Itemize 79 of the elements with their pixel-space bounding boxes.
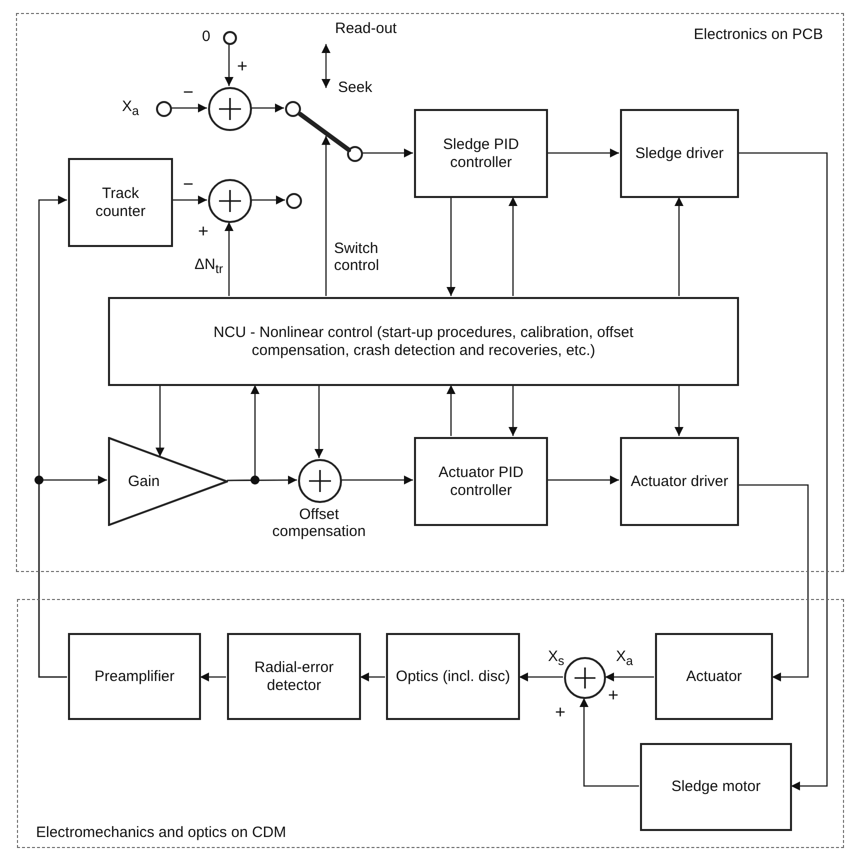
process-box bbox=[414, 109, 548, 198]
process-box bbox=[640, 743, 792, 831]
process-box bbox=[620, 437, 739, 526]
summing-junction bbox=[208, 179, 252, 223]
arrow bbox=[322, 136, 330, 296]
sign-label: + bbox=[237, 56, 248, 77]
sign-label: + bbox=[608, 685, 619, 706]
sign-label: − bbox=[183, 174, 194, 195]
sign-label: − bbox=[183, 82, 194, 103]
summing-junction bbox=[208, 87, 252, 131]
arrow bbox=[508, 385, 518, 436]
box-label: Actuator PID controller bbox=[437, 464, 525, 499]
arrow bbox=[674, 385, 684, 436]
arrow bbox=[314, 385, 324, 458]
box-label: Track counter bbox=[94, 185, 147, 220]
arrow bbox=[251, 196, 285, 204]
terminal-label: X$_{a}$ bbox=[122, 98, 139, 118]
process-box bbox=[68, 158, 173, 247]
junction-caption: Offset compensation bbox=[271, 506, 367, 540]
arrow bbox=[446, 385, 456, 436]
terminal-circle bbox=[285, 101, 301, 117]
edge-label: X$_{s}$ bbox=[547, 648, 566, 668]
gain-triangle bbox=[108, 437, 228, 526]
box-label: Preamplifier bbox=[93, 668, 176, 686]
region-frame bbox=[17, 599, 844, 848]
terminal-circle bbox=[156, 101, 172, 117]
terminal-circle bbox=[347, 146, 363, 162]
terminal-circle bbox=[223, 31, 237, 45]
sign-label: + bbox=[198, 221, 209, 242]
process-box bbox=[655, 633, 773, 720]
box-label: Sledge driver bbox=[634, 144, 725, 162]
region-heading: Electromechanics and optics on CDM bbox=[36, 824, 286, 841]
box-label: Actuator bbox=[685, 668, 743, 686]
arrow bbox=[580, 698, 639, 787]
terminal-label: 0 bbox=[202, 28, 210, 46]
edge-label: X$_{a}$ bbox=[615, 648, 634, 668]
box-label: NCU - Nonlinear control (start-up procedures, calibration, offset compensation, crash detection and recoveries, etc.) bbox=[212, 324, 634, 359]
mode-label: Seek bbox=[338, 79, 372, 96]
arrow bbox=[738, 484, 809, 682]
arrow bbox=[200, 672, 226, 682]
arrow bbox=[360, 672, 385, 682]
process-box bbox=[386, 633, 520, 720]
arrow bbox=[605, 672, 654, 682]
arrow bbox=[547, 476, 619, 484]
arrow bbox=[172, 196, 207, 204]
arrow bbox=[508, 197, 518, 296]
process-box bbox=[414, 437, 548, 526]
block-label: Gain bbox=[128, 472, 160, 490]
arrow bbox=[171, 104, 207, 112]
arrow bbox=[224, 222, 234, 296]
arrow bbox=[227, 476, 297, 485]
box-label: Sledge PID controller bbox=[442, 136, 520, 171]
arrow bbox=[519, 672, 563, 682]
process-box bbox=[108, 297, 739, 386]
sign-label: + bbox=[555, 702, 566, 723]
arrow bbox=[547, 148, 619, 158]
summing-junction bbox=[298, 459, 342, 503]
terminal-circle bbox=[286, 193, 302, 209]
arrow bbox=[224, 44, 234, 86]
summing-junction bbox=[564, 657, 606, 699]
switch-arm bbox=[298, 112, 351, 152]
process-box bbox=[620, 109, 739, 198]
arrow bbox=[38, 476, 107, 678]
arrow bbox=[251, 104, 284, 112]
arrow bbox=[362, 148, 413, 158]
region-frame bbox=[16, 13, 844, 572]
arrow bbox=[446, 197, 456, 296]
process-box bbox=[68, 633, 201, 720]
process-box bbox=[227, 633, 361, 720]
arrow bbox=[674, 197, 684, 296]
mode-label: Read-out bbox=[335, 20, 397, 38]
box-label: Actuator driver bbox=[630, 472, 730, 490]
arrow bbox=[341, 476, 413, 484]
box-label: Optics (incl. disc) bbox=[394, 668, 512, 686]
arrow bbox=[156, 385, 164, 457]
arrow bbox=[738, 152, 828, 790]
box-label: Radial-error detector bbox=[253, 659, 335, 694]
box-label: Sledge motor bbox=[670, 778, 762, 796]
region-heading: Electronics on PCB bbox=[694, 26, 823, 44]
